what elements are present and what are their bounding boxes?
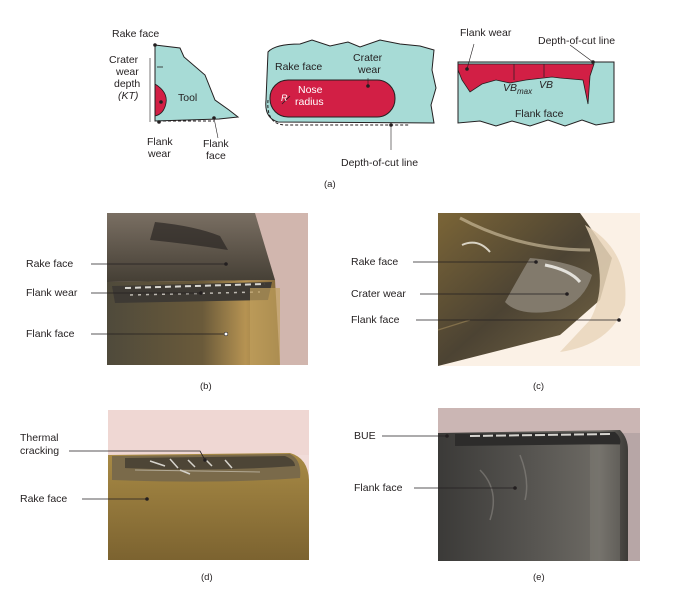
label-depth-of-cut-2: Depth-of-cut line bbox=[538, 35, 615, 47]
label-crater-wear-2: wear bbox=[357, 64, 381, 76]
label-flank-face-2: face bbox=[206, 150, 226, 162]
d-label-2: Rake face bbox=[20, 493, 67, 505]
label-depth-of-cut-1: Depth-of-cut line bbox=[341, 157, 418, 169]
panel-a-right-diagram: Flank wear Depth-of-cut line VBmax VB Fl… bbox=[458, 27, 615, 126]
label-crater-1: Crater bbox=[109, 54, 139, 66]
caption-d: (d) bbox=[201, 572, 213, 583]
label-flank-face-1: Flank bbox=[203, 138, 229, 150]
d-label-1: cracking bbox=[20, 445, 59, 457]
label-flank-wear-3: Flank wear bbox=[460, 27, 512, 39]
crater-wear-region bbox=[270, 80, 395, 117]
rake-face-dot bbox=[153, 43, 157, 47]
label-nose-1: Nose bbox=[298, 84, 323, 96]
label-flank-face-3: Flank face bbox=[515, 108, 564, 120]
panel-c-photo bbox=[438, 213, 640, 366]
panel-b-photo bbox=[107, 213, 308, 365]
caption-b: (b) bbox=[200, 381, 212, 392]
label-crater-4: (KT) bbox=[118, 90, 138, 102]
label-rake-face-2: Rake face bbox=[275, 61, 322, 73]
c-label-0: Rake face bbox=[351, 256, 398, 268]
c-label-2: Flank face bbox=[351, 314, 400, 326]
panel-e-photo bbox=[438, 408, 640, 561]
label-r-symbol: R bbox=[281, 93, 288, 103]
e-label-0: BUE bbox=[354, 430, 376, 442]
panel-d-photo bbox=[108, 410, 309, 560]
label-crater-2: wear bbox=[115, 66, 139, 78]
e-label-1: Flank face bbox=[354, 482, 403, 494]
flank-face-leader bbox=[214, 118, 218, 138]
c-label-1: Crater wear bbox=[351, 288, 406, 300]
label-vb: VB bbox=[539, 79, 553, 91]
caption-c: (c) bbox=[533, 381, 544, 392]
panel-a-middle-diagram: Rake face Crater wear R Nose radius Dept… bbox=[266, 40, 436, 169]
b-label-1: Flank wear bbox=[26, 287, 78, 299]
label-flank-wear-1: Flank bbox=[147, 136, 173, 148]
label-nose-2: radius bbox=[295, 96, 324, 108]
caption-a: (a) bbox=[324, 179, 336, 190]
b-label-0: Rake face bbox=[26, 258, 73, 270]
flank-wear-dot bbox=[157, 120, 161, 124]
d-label-0: Thermal bbox=[20, 432, 59, 444]
panel-a-left-diagram: Rake face Crater wear depth (KT) Tool Fl… bbox=[109, 28, 238, 162]
label-crater-wear-1: Crater bbox=[353, 52, 383, 64]
label-flank-wear-2: wear bbox=[147, 148, 171, 160]
label-crater-3: depth bbox=[114, 78, 140, 90]
tool-dot bbox=[159, 100, 163, 104]
depth-line-leader bbox=[570, 45, 593, 62]
label-rake-face-1: Rake face bbox=[112, 28, 159, 40]
b-label-2: Flank face bbox=[26, 328, 75, 340]
label-tool: Tool bbox=[178, 92, 197, 104]
tool-body bbox=[155, 45, 238, 121]
caption-e: (e) bbox=[533, 572, 545, 583]
